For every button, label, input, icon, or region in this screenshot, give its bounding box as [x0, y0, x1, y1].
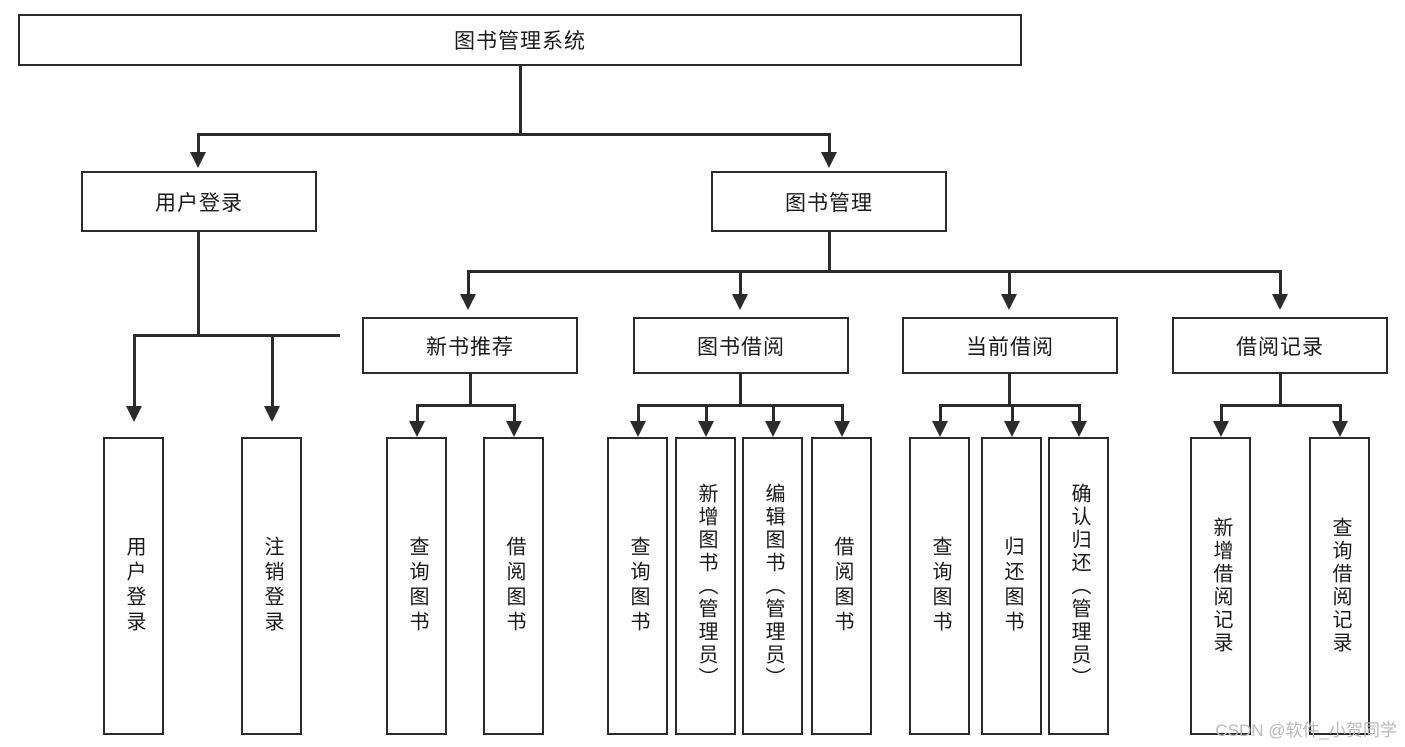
arrow-book-borrow-to-leaf-3 — [765, 421, 781, 437]
node-new-book-recommend[interactable]: 新书推荐 — [362, 317, 578, 374]
csdn-watermark: CSDN @软件_小贺同学 — [1215, 721, 1397, 740]
arrow-user-login-to-leaf-2 — [264, 406, 280, 422]
connector-user-login-to-leaf-2 — [271, 334, 274, 410]
arrow-root-to-book-management — [821, 152, 837, 168]
connector-book-borrow-to-leaf-3 — [772, 404, 775, 426]
node-borrow-record[interactable]: 借阅记录 — [1172, 317, 1388, 374]
connector-current-borrow-to-leaf-3 — [1078, 404, 1081, 426]
connector-bm-to-book-borrow — [739, 270, 742, 300]
arrow-bm-to-borrow-record — [1272, 294, 1288, 310]
node-label: 确认归还（管理员） — [1068, 482, 1090, 690]
connector-root-to-book-management — [828, 133, 831, 157]
connector-user-login-to-leaf-1 — [133, 334, 136, 410]
connector-book-borrow-bus — [637, 404, 844, 407]
leaf-borrow-record-query-record[interactable]: 查询借阅记录 — [1309, 437, 1370, 735]
arrow-new-book-to-leaf-1 — [409, 421, 425, 437]
leaf-borrow-record-add-record[interactable]: 新增借阅记录 — [1190, 437, 1251, 735]
arrow-current-borrow-to-leaf-3 — [1071, 421, 1087, 437]
node-label: 新书推荐 — [426, 335, 514, 359]
arrow-book-borrow-to-leaf-2 — [698, 421, 714, 437]
arrow-bm-to-current-borrow — [1001, 294, 1017, 310]
node-label: 借阅图书 — [503, 536, 525, 636]
node-label: 用户登录 — [123, 536, 145, 636]
connector-current-borrow-to-leaf-1 — [939, 404, 942, 426]
arrow-new-book-to-leaf-2 — [506, 421, 522, 437]
node-label: 当前借阅 — [966, 335, 1054, 359]
arrow-bm-to-book-borrow — [732, 294, 748, 310]
connector-borrow-record-bus — [1220, 404, 1342, 407]
arrow-book-borrow-to-leaf-4 — [834, 421, 850, 437]
leaf-book-borrow-add-book-admin[interactable]: 新增图书（管理员） — [675, 437, 736, 735]
node-root-book-management-system[interactable]: 图书管理系统 — [18, 14, 1022, 66]
connector-new-book-to-leaf-2 — [513, 404, 516, 426]
arrow-root-to-user-login — [190, 152, 206, 168]
node-label: 图书借阅 — [697, 335, 785, 359]
connector-user-login-stem — [197, 232, 200, 336]
leaf-book-borrow-edit-book-admin[interactable]: 编辑图书（管理员） — [742, 437, 803, 735]
node-label: 新增图书（管理员） — [695, 482, 717, 690]
connector-book-borrow-to-leaf-1 — [637, 404, 640, 426]
leaf-current-borrow-confirm-return-admin[interactable]: 确认归还（管理员） — [1048, 437, 1109, 735]
arrow-bm-to-new-book — [460, 294, 476, 310]
node-label: 用户登录 — [155, 191, 243, 215]
connector-borrow-record-stem — [1279, 374, 1282, 406]
connector-root-stem — [519, 66, 522, 135]
node-label: 编辑图书（管理员） — [762, 482, 784, 690]
leaf-user-login-logout[interactable]: 注销登录 — [241, 437, 302, 735]
connector-new-book-to-leaf-1 — [416, 404, 419, 426]
node-current-borrow[interactable]: 当前借阅 — [902, 317, 1118, 374]
connector-new-book-stem — [469, 374, 472, 406]
leaf-current-borrow-return-book[interactable]: 归还图书 — [981, 437, 1042, 735]
node-label: 归还图书 — [1001, 536, 1023, 636]
node-label: 查询图书 — [406, 536, 428, 636]
connector-book-management-stem — [828, 232, 831, 272]
connector-book-borrow-to-leaf-2 — [705, 404, 708, 426]
connector-book-borrow-stem — [739, 374, 742, 406]
connector-new-book-bus — [416, 404, 516, 407]
node-label: 查询图书 — [929, 536, 951, 636]
leaf-book-borrow-query-book[interactable]: 查询图书 — [607, 437, 668, 735]
node-label: 查询图书 — [627, 536, 649, 636]
arrow-borrow-record-to-leaf-1 — [1213, 421, 1229, 437]
connector-current-borrow-bus — [939, 404, 1081, 407]
connector-root-bus — [197, 133, 831, 136]
node-label: 借阅图书 — [831, 536, 853, 636]
leaf-book-borrow-borrow-book[interactable]: 借阅图书 — [811, 437, 872, 735]
connector-bm-to-current-borrow — [1008, 270, 1011, 300]
connector-current-borrow-stem — [1008, 374, 1011, 406]
node-user-login[interactable]: 用户登录 — [81, 171, 317, 232]
leaf-new-book-query-book[interactable]: 查询图书 — [386, 437, 447, 735]
node-label: 查询借阅记录 — [1329, 517, 1351, 655]
arrow-current-borrow-to-leaf-1 — [932, 421, 948, 437]
connector-user-login-bus — [133, 334, 340, 337]
leaf-current-borrow-query-book[interactable]: 查询图书 — [909, 437, 970, 735]
arrow-borrow-record-to-leaf-2 — [1332, 421, 1348, 437]
arrow-user-login-to-leaf-1 — [126, 406, 142, 422]
node-label: 图书管理系统 — [454, 30, 586, 53]
node-label: 借阅记录 — [1236, 335, 1324, 359]
connector-bm-to-new-book — [467, 270, 470, 300]
connector-book-borrow-to-leaf-4 — [841, 404, 844, 426]
connector-root-to-user-login — [197, 133, 200, 157]
leaf-user-login-login[interactable]: 用户登录 — [103, 437, 164, 735]
leaf-new-book-borrow-book[interactable]: 借阅图书 — [483, 437, 544, 735]
arrow-current-borrow-to-leaf-2 — [1004, 421, 1020, 437]
connector-book-management-bus — [467, 270, 1282, 273]
node-label: 新增借阅记录 — [1210, 517, 1232, 655]
connector-current-borrow-to-leaf-2 — [1011, 404, 1014, 426]
arrow-book-borrow-to-leaf-1 — [630, 421, 646, 437]
connector-bm-to-borrow-record — [1279, 270, 1282, 300]
connector-borrow-record-to-leaf-2 — [1339, 404, 1342, 426]
node-book-borrow[interactable]: 图书借阅 — [633, 317, 849, 374]
node-label: 图书管理 — [785, 191, 873, 215]
node-book-management[interactable]: 图书管理 — [711, 171, 947, 232]
connector-borrow-record-to-leaf-1 — [1220, 404, 1223, 426]
node-label: 注销登录 — [261, 536, 283, 636]
